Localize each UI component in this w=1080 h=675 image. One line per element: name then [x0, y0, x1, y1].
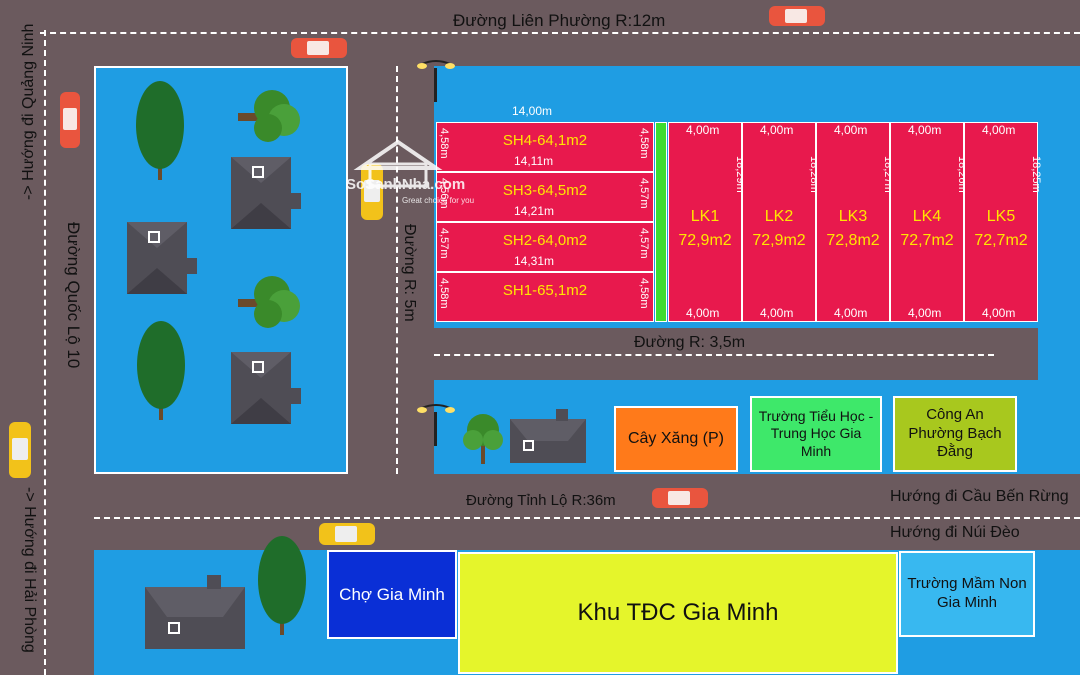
lk-plot-area: 72,8m2 [826, 232, 880, 249]
lk-plot[interactable] [890, 122, 964, 322]
watermark: SoSanhNha.com Great choice for you [340, 139, 490, 205]
tree-icon [258, 536, 306, 635]
lk-plot-name: LK2 [764, 208, 794, 225]
road-r35-vertical [1038, 322, 1080, 380]
sh-plot[interactable] [436, 222, 654, 272]
sh-plot-left-dim: 4,57m [438, 228, 450, 259]
sh-plot-left-dim: 4,58m [438, 128, 450, 159]
lk-plot[interactable] [742, 122, 816, 322]
watermark-house-icon [353, 139, 443, 188]
sh-plot-left-dim: 4,58m [438, 278, 450, 309]
road-line [94, 517, 1080, 519]
road-label-tinh-lo: Đường Tỉnh Lộ R:36m [466, 492, 616, 509]
tree-icon [136, 81, 184, 180]
lk-plot-name: LK1 [690, 208, 720, 225]
sh-plot[interactable] [436, 172, 654, 222]
lk-plot-area: 72,7m2 [900, 232, 954, 249]
sh-plot[interactable] [436, 272, 654, 322]
tree-icon [238, 276, 300, 328]
car-icon [769, 6, 825, 26]
house-icon [230, 156, 302, 230]
lk-plot-bottom-dim: 4,00m [982, 306, 1016, 320]
kindergarten: Trường Mầm Non Gia Minh [899, 551, 1035, 637]
house-icon [126, 221, 198, 295]
sh-plot-label: SH4-64,1m2 [502, 132, 588, 149]
tree-icon [137, 321, 185, 420]
lk-plot[interactable] [668, 122, 742, 322]
primary-school: Trường Tiểu Học - Trung Học Gia Minh [750, 396, 882, 472]
tree-icon [463, 414, 503, 464]
sh-plot-right-dim: 4,58m [638, 278, 650, 309]
lk-plot[interactable] [964, 122, 1038, 322]
road-label-quoc-lo: Đường Quốc Lộ 10 [64, 222, 83, 369]
lk-plot-area: 72,9m2 [752, 232, 806, 249]
road-line [40, 32, 1080, 34]
market: Chợ Gia Minh [327, 550, 457, 639]
lk-plot-bottom-dim: 4,00m [834, 306, 868, 320]
police-station: Công An Phường Bạch Đằng [893, 396, 1017, 472]
lk-plot[interactable] [816, 122, 890, 322]
direction-hai-phong: -> Hướng đi Hải Phòng [21, 487, 38, 653]
sh-plot-bottom-dim: 14,11m [514, 154, 554, 168]
road-label-r35: Đường R: 3,5m [634, 334, 746, 351]
sh-plot-left-dim: 4,56m [438, 178, 450, 209]
road-line [434, 354, 994, 356]
green-strip [655, 122, 667, 322]
direction-nui-deo: Hướng đi Núi Đèo [890, 524, 1020, 541]
sh-plot-label: SH3-64,5m2 [502, 182, 588, 199]
street-lamp-icon [416, 60, 456, 103]
lk-plot-top-dim: 4,00m [908, 123, 942, 137]
lk-plot-bottom-dim: 4,00m [760, 306, 794, 320]
lk-plot-side-dim: 18,25m [1030, 156, 1042, 193]
car-icon [291, 38, 347, 58]
lk-plot-bottom-dim: 4,00m [686, 306, 720, 320]
sh-plot-bottom-dim: 14,21m [514, 204, 555, 218]
sh-plot[interactable] [436, 122, 654, 172]
lk-plot-area: 72,7m2 [974, 232, 1028, 249]
house-icon [145, 575, 245, 649]
sh-plot-bottom-dim: 14,31m [514, 254, 555, 268]
lk-plot-name: LK3 [838, 208, 868, 225]
lk-plot-name: LK4 [912, 208, 942, 225]
house-icon [230, 351, 302, 425]
lk-plot-top-dim: 4,00m [834, 123, 868, 137]
sh-plot-right-dim: 4,57m [638, 178, 650, 209]
gas-station: Cây Xăng (P) [614, 406, 738, 472]
sh-plot-label: SH1-65,1m2 [502, 282, 588, 299]
road-label-top: Đường Liên Phường R:12m [453, 11, 666, 30]
lk-plot-bottom-dim: 4,00m [908, 306, 942, 320]
street-lamp-icon [416, 404, 456, 447]
car-icon [60, 92, 80, 148]
lk-plot-name: LK5 [986, 208, 1016, 225]
direction-cau-ben-rung: Hướng đi Cầu Bến Rừng [890, 488, 1069, 505]
lk-plot-top-dim: 4,00m [760, 123, 794, 137]
sh-plot-label: SH2-64,0m2 [502, 232, 588, 249]
lk-plot-area: 72,9m2 [678, 232, 732, 249]
lk-plot-top-dim: 4,00m [982, 123, 1016, 137]
lk-plot-top-dim: 4,00m [686, 123, 720, 137]
sh-plot-right-dim: 4,58m [638, 128, 650, 159]
sh-plot-right-dim: 4,57m [638, 228, 650, 259]
watermark-brand: SoSanhNha.com [346, 176, 466, 193]
house-icon [510, 409, 586, 463]
tree-icon [238, 90, 300, 142]
sh-top-dimension: 14,00m [512, 104, 553, 118]
khu-tdc: Khu TĐC Gia Minh [458, 552, 898, 674]
road-line [396, 66, 398, 474]
car-icon [652, 488, 708, 508]
car-icon [319, 523, 375, 545]
car-icon [9, 422, 31, 478]
watermark-tagline: Great choice for you [402, 196, 475, 205]
road-line [44, 30, 46, 675]
road-label-r5: Đường R: 5m [401, 224, 418, 322]
